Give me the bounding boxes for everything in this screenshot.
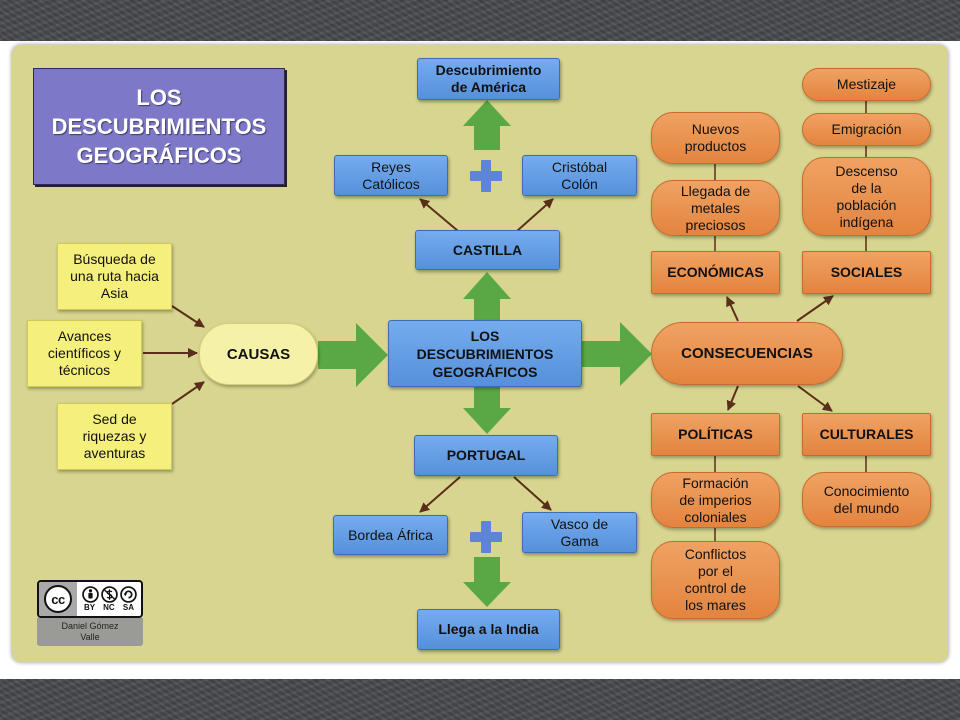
cc-terms-text: BY NC SA <box>77 603 141 613</box>
political-label: POLÍTICAS <box>651 413 780 456</box>
arrow-center-to-castilla <box>463 272 511 320</box>
bordea-africa-box: Bordea África <box>333 515 448 555</box>
political-item: Conflictos por el control de los mares <box>651 541 780 619</box>
attribution-icon <box>81 585 99 603</box>
arrow-consequences-to-cultural <box>797 385 833 412</box>
top-texture-band <box>0 0 960 41</box>
america-discovery-box: Descubrimiento de América <box>417 58 560 100</box>
arrow-portugal-to-gama <box>513 476 552 511</box>
india-arrival-box: Llega a la India <box>417 609 560 650</box>
noncommercial-icon <box>100 585 118 603</box>
sharealike-icon <box>119 585 137 603</box>
bottom-texture-band <box>0 679 960 720</box>
cc-icon-row <box>81 585 137 603</box>
social-item: Descenso de la población indígena <box>802 157 931 236</box>
cultural-label: CULTURALES <box>802 413 931 456</box>
political-item: Formación de imperios coloniales <box>651 472 780 528</box>
reyes-catolicos-box: Reyes Católicos <box>334 155 448 196</box>
portugal-box: PORTUGAL <box>414 435 558 476</box>
arrow-portugal-to-africa <box>419 476 461 513</box>
diagram-title: LOS DESCUBRIMIENTOS GEOGRÁFICOS <box>33 68 285 185</box>
arrow-consequences-to-political <box>726 385 739 411</box>
arrow-consequences-to-social <box>796 295 834 322</box>
plus-icon <box>470 521 502 553</box>
cause-route-to-asia: Búsqueda de una ruta hacia Asia <box>57 243 172 310</box>
cristobal-colon-box: Cristóbal Colón <box>522 155 637 196</box>
arrow-center-to-consequences <box>582 322 652 386</box>
cc-logo-icon: cc <box>44 585 72 613</box>
arrow-plus-to-india <box>463 557 511 607</box>
cause-scientific-advances: Avances científicos y técnicos <box>27 320 142 387</box>
arrow-causes-to-center <box>318 323 388 387</box>
cc-license-badge: cc BY <box>37 580 143 618</box>
arrow-plus-to-america <box>463 100 511 150</box>
social-label: SOCIALES <box>802 251 931 294</box>
economic-item: Llegada de metales preciosos <box>651 180 780 236</box>
arrow-castilla-to-colon <box>516 198 554 232</box>
plus-icon <box>470 160 502 192</box>
castilla-box: CASTILLA <box>415 230 560 270</box>
cc-logo-area: cc <box>39 582 77 616</box>
causes-hub: CAUSAS <box>199 323 318 385</box>
arrow-center-to-portugal <box>463 387 511 434</box>
economic-label: ECONÓMICAS <box>651 251 780 294</box>
arrow-consequences-to-economic <box>726 296 739 322</box>
arrow-cause1-to-causas <box>171 305 205 328</box>
author-credit: Daniel Gómez Valle <box>37 618 143 646</box>
central-topic: LOS DESCUBRIMIENTOS GEOGRÁFICOS <box>388 320 582 387</box>
arrow-cause3-to-causas <box>171 381 205 405</box>
vasco-de-gama-box: Vasco de Gama <box>522 512 637 553</box>
cc-terms-area: BY NC SA <box>77 582 141 616</box>
economic-item: Nuevos productos <box>651 112 780 164</box>
cause-thirst-for-riches: Sed de riquezas y aventuras <box>57 403 172 470</box>
cultural-item: Conocimiento del mundo <box>802 472 931 527</box>
social-item: Emigración <box>802 113 931 146</box>
consequences-hub: CONSECUENCIAS <box>651 322 843 385</box>
arrow-castilla-to-reyes <box>419 198 459 232</box>
social-item: Mestizaje <box>802 68 931 101</box>
